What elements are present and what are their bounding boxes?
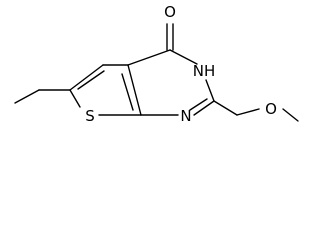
bond-c2-n3-double-inner bbox=[189, 98, 208, 111]
bond-c4a-c7a-double-inner bbox=[121, 73, 134, 111]
bond-o-ch3 bbox=[282, 108, 299, 122]
bond-c4a-c7a-double bbox=[127, 64, 142, 116]
bond-ethyl-ch3-ch2 bbox=[14, 89, 40, 104]
atom-label-sulfur: S bbox=[85, 107, 95, 125]
atom-label-nh: NH bbox=[193, 62, 216, 80]
bond-c4a-c4 bbox=[127, 49, 171, 66]
bond-c6-c5-double-inner bbox=[77, 70, 105, 90]
bond-c2-ch2 bbox=[213, 100, 238, 116]
bond-ch2-o bbox=[236, 108, 260, 116]
bond-c4-nh bbox=[169, 49, 198, 65]
thienopyrimidinone-structure: O NH N S O bbox=[14, 3, 299, 125]
bond-c6-s bbox=[69, 89, 81, 108]
atom-label-ring-nitrogen: N bbox=[180, 107, 191, 125]
atom-label-ether-oxygen: O bbox=[265, 100, 277, 118]
bond-group bbox=[14, 23, 299, 122]
bond-c6-c5-double bbox=[69, 64, 104, 91]
bond-nh-c2 bbox=[205, 79, 215, 102]
bond-c2-n3-double bbox=[193, 100, 215, 116]
atom-label-carbonyl-oxygen: O bbox=[164, 3, 176, 21]
